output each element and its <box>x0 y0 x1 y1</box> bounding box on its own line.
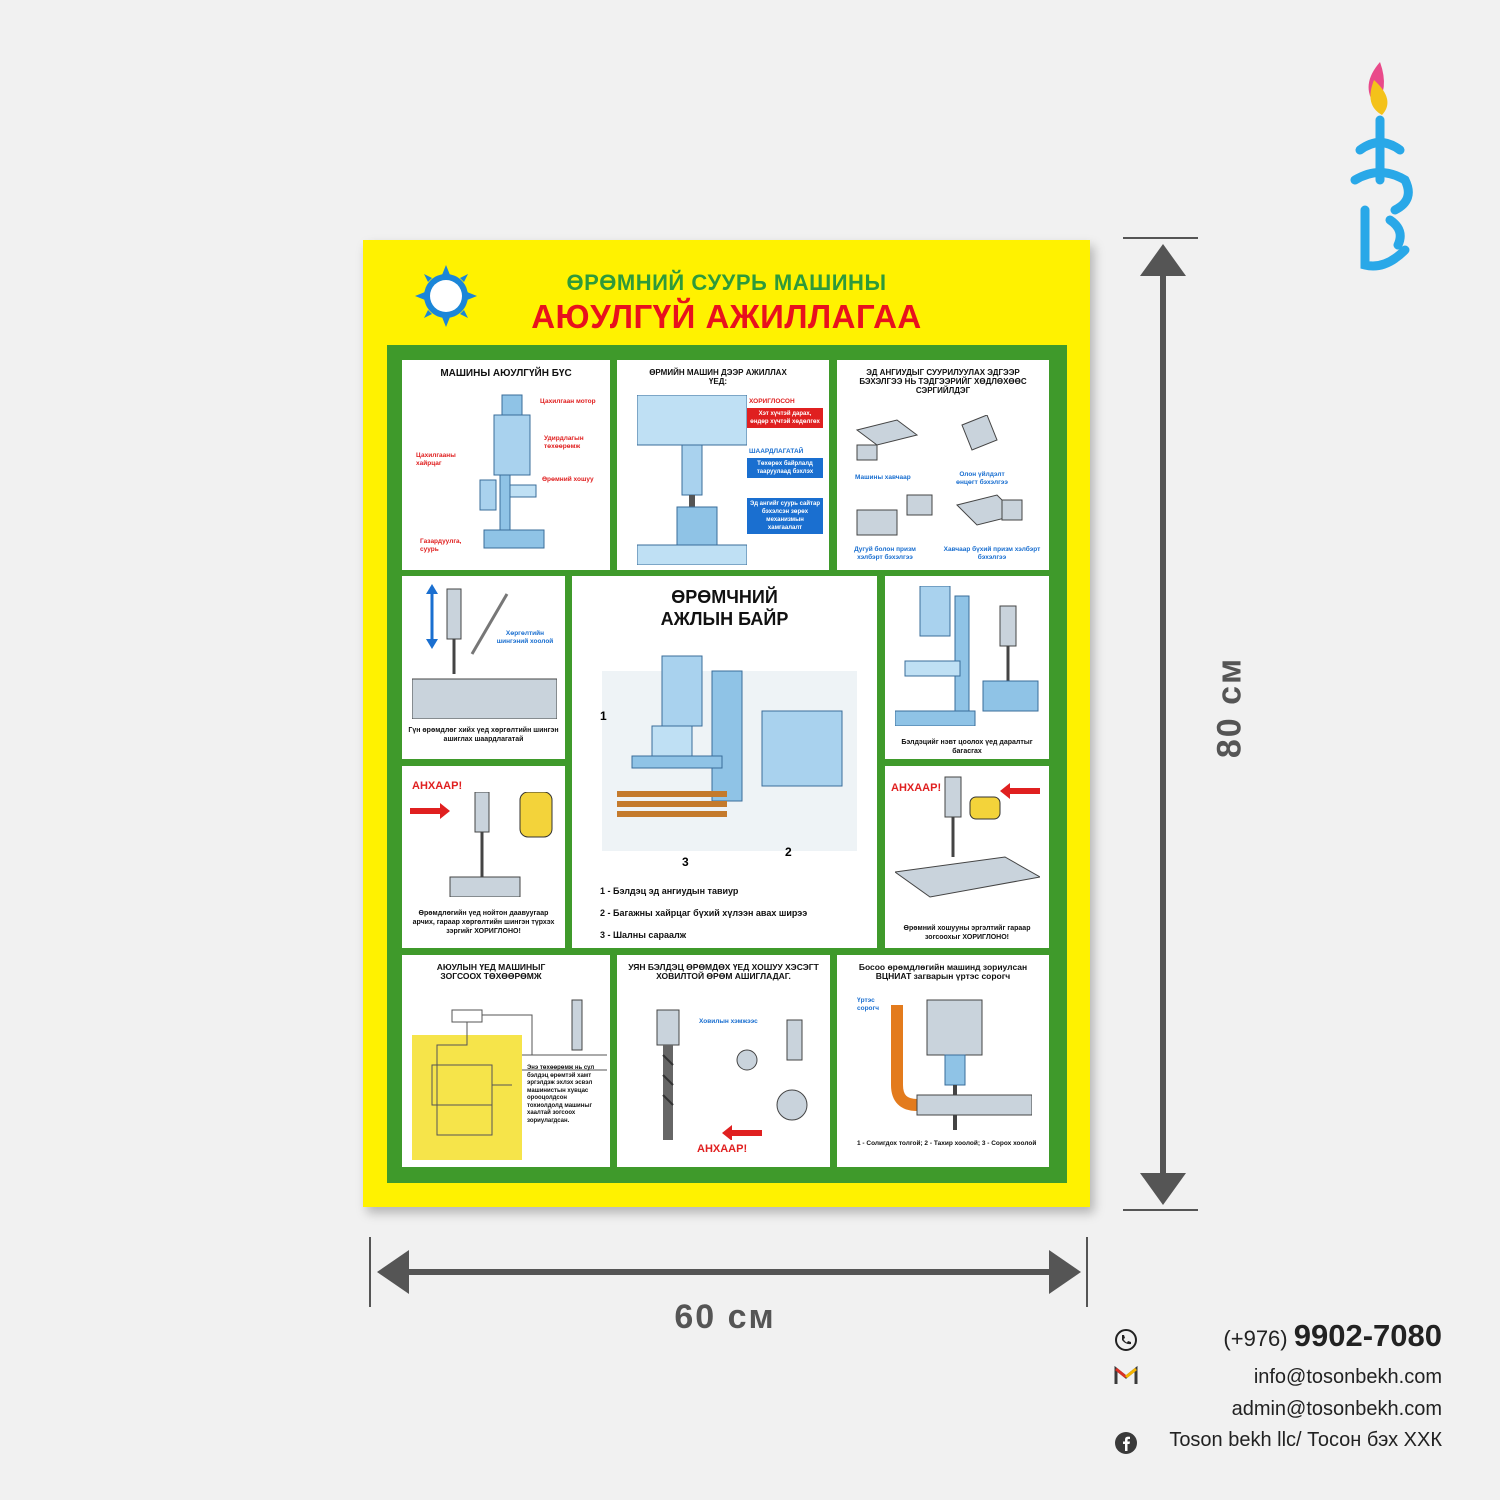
label-control: Удирдлагын төхөөрөмж <box>544 435 584 450</box>
callout-1: 1 <box>600 709 607 723</box>
contact-email-admin: admin@tosonbekh.com <box>1231 1398 1442 1420</box>
phone-icon <box>1115 1329 1137 1351</box>
label-motor: Цахилгаан мотор <box>540 398 596 405</box>
panel-description: Энэ төхөөрөмж нь сул бэлдэц өрөмтэй хамт… <box>527 1065 595 1124</box>
panel-grooved-drill: УЯН БЭЛДЭЦ ӨРӨМДӨХ ҮЕД ХОШУУ ХЭСЭГТ ХОВИ… <box>617 955 830 1167</box>
height-dimension-arrow <box>1123 237 1198 1211</box>
poster-title-line2: АЮУЛГҮЙ АЖИЛЛАГАА <box>531 298 922 335</box>
legend-item-3: 3 - Шалны сараалж <box>600 930 687 940</box>
center-title-line2: АЖЛЫН БАЙР <box>660 609 789 629</box>
label-required: ШААРДЛАГАТАЙ <box>749 448 804 455</box>
drilling-pressure-illustration <box>895 586 1039 726</box>
label-angle-fixture: Олон үйлдэлт өнцөгт бэхэлгээ <box>956 471 1008 486</box>
panel-title: ЭД АНГИУДЫГ СУУРИЛУУЛАХ ЭДГЭЭР БЭХЭЛГЭЭ … <box>859 368 1027 395</box>
label-vise: Машины хавчаар <box>855 474 911 481</box>
panel-title: АЮУЛЫН ҮЕД МАШИНЫГ ЗОГСООХ ТӨХӨӨРӨМЖ <box>436 962 546 981</box>
panel-caption: Өрөмдлөгийн үед нойтон даавуугаар арчих,… <box>412 910 555 935</box>
panel-title: Босоо өрөмдлөгийн машинд зориулсан ВЦНИА… <box>858 962 1028 981</box>
contact-phone: (+976) 9902-7080 <box>1223 1318 1442 1354</box>
panel-workplace: ӨРӨМЧНИЙ АЖЛЫН БАЙР 1 2 3 1 - Бэлдэц эд … <box>572 576 877 948</box>
panel-working-on-drill: ӨРМИЙН МАШИН ДЭЭР АЖИЛЛАХ ҮЕД: ХОРИГЛОСО… <box>617 360 829 570</box>
emergency-stop-circuit-illustration <box>412 999 607 1160</box>
panel-emergency-stop: АЮУЛЫН ҮЕД МАШИНЫГ ЗОГСООХ ТӨХӨӨРӨМЖ Энэ… <box>402 955 610 1167</box>
panel-title: УЯН БЭЛДЭЦ ӨРӨМДӨХ ҮЕД ХОШУУ ХЭСЭГТ ХОВИ… <box>628 962 819 981</box>
panel-chip-extractor: Босоо өрөмдлөгийн машинд зориулсан ВЦНИА… <box>837 955 1049 1167</box>
label-prism-fixture: Дугуй болон призм хэлбэрт бэхэлгээ <box>854 546 916 561</box>
warning-label: АНХААР! <box>412 780 463 792</box>
phone-number: 9902-7080 <box>1293 1318 1442 1353</box>
legend-item-1: 1 - Бэлдэц эд ангиудын тавиур <box>600 886 739 896</box>
drill-press-illustration <box>479 394 545 549</box>
contact-email-info: info@tosonbekh.com <box>1253 1366 1442 1388</box>
panel-safety-zone: МАШИНЫ АЮУЛГҮЙН БҮС Цахилгаан мотор Удир… <box>402 360 610 570</box>
hand-hazard-illustration <box>895 776 1040 898</box>
facebook-icon <box>1115 1432 1137 1454</box>
label-electric-box: Цахилгааны хайрцаг <box>416 452 456 467</box>
label-coolant-pipe: Хөргөлтийн шингэний хоолой <box>496 630 554 645</box>
height-dimension-label: 80 см <box>1210 656 1249 759</box>
phone-prefix: (+976) <box>1223 1326 1288 1351</box>
warning-label: АНХААР! <box>697 1143 748 1155</box>
panel-legend: 1 - Солигдох толгой; 2 - Тахир хоолой; 3… <box>857 1140 1037 1147</box>
panel-caption: Өрөмний хошууны эргэлтийг гараар зогсоох… <box>903 925 1031 941</box>
grooved-drill-illustration <box>656 1009 808 1140</box>
width-dimension-arrow <box>369 1237 1088 1307</box>
panel-title: ӨРМИЙН МАШИН ДЭЭР АЖИЛЛАХ ҮЕД: <box>649 368 787 386</box>
legend-item-2: 2 - Багажны хайрцаг бүхий хүлээн авах ши… <box>600 908 808 918</box>
fixtures-illustration <box>855 415 1023 536</box>
sun-emblem-icon <box>415 265 477 327</box>
coolant-drill-illustration <box>412 584 557 719</box>
forbidden-box: Хэт хүчтэй дарах, өндөр хүчтэй хөдөлгөх <box>747 408 823 428</box>
drill-closeup-illustration <box>637 395 747 565</box>
callout-3: 3 <box>682 855 689 869</box>
panel-coolant: Хөргөлтийн шингэний хоолой Гүн өрөмдлөг … <box>402 576 565 759</box>
poster-title-line1: ӨРӨМНИЙ СУУРЬ МАШИНЫ <box>566 270 887 295</box>
required-box-2: Эд ангийг суурь сайтар бэхэлсэн зөрөх ме… <box>747 498 823 534</box>
callout-2: 2 <box>785 845 792 859</box>
label-forbidden: ХОРИГЛОСОН <box>749 398 795 405</box>
gmail-icon <box>1114 1366 1138 1384</box>
label-spindle: Өрөмний хошуу <box>542 476 594 483</box>
required-box-1: Төхөрөх байрлалд тааруулаад бэхлэх <box>747 458 823 478</box>
panel-caption: Бэлдэцийг нэвт цоолох үед даралтыг багас… <box>901 739 1033 755</box>
label-clamp-prism: Хавчаар бүхий призм хэлбэрт бэхэлгээ <box>943 546 1041 561</box>
contact-facebook: Toson bekh llc/ Тосон бэх ХХК <box>1169 1429 1442 1451</box>
workplace-illustration <box>602 655 857 851</box>
glove-hazard-illustration <box>410 792 553 897</box>
panel-title: МАШИНЫ АЮУЛГҮЙН БҮС <box>440 368 572 379</box>
width-dimension-label: 60 см <box>674 1298 776 1336</box>
chip-extractor-illustration <box>891 999 1032 1130</box>
warning-label: АНХААР! <box>891 782 942 794</box>
panel-fixtures: ЭД АНГИУДЫГ СУУРИЛУУЛАХ ЭДГЭЭР БЭХЭЛГЭЭ … <box>837 360 1049 570</box>
center-title-line1: ӨРӨМЧНИЙ <box>671 587 778 607</box>
label-chip-extractor: Үртэс сорогч <box>857 997 880 1012</box>
label-ground: Газардуулга, суурь <box>420 538 462 553</box>
panel-pressure: Бэлдэцийг нэвт цоолох үед даралтыг багас… <box>885 576 1049 759</box>
panel-glove-warning: АНХААР! Өрөмдлөгийн үед нойтон даавуугаа… <box>402 766 565 948</box>
panel-stop-by-hand-warning: АНХААР! Өрөмний хошууны эргэлтийг гараар… <box>885 766 1049 948</box>
brand-logo <box>1350 62 1413 271</box>
label-groove-size: Ховилын хэмжээс <box>699 1018 758 1025</box>
panel-caption: Гүн өрөмдлөг хийх үед хөргөлтийн шингэн … <box>408 727 559 743</box>
